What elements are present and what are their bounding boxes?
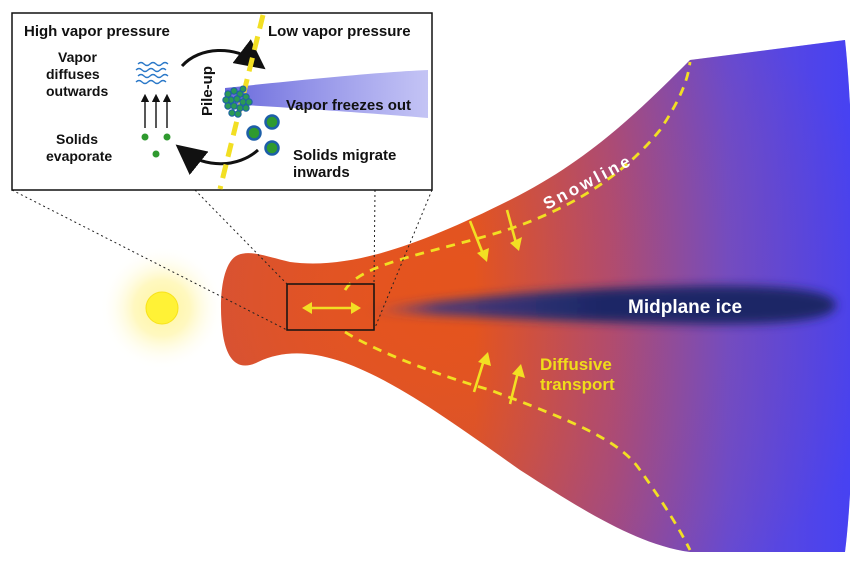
low-pressure-label: Low vapor pressure [268, 23, 411, 40]
migrating-grains [246, 114, 280, 156]
vapor-freezes-label: Vapor freezes out [286, 97, 411, 114]
zoom-region-box [286, 283, 375, 331]
inset-vapor-band [225, 70, 428, 118]
pile-up-cluster [222, 85, 253, 118]
solids-migrate-label: Solids migrate inwards [293, 147, 401, 181]
curved-arrow-icon [175, 144, 260, 175]
midplane-ice-band [365, 285, 836, 325]
vapor-diffuses-label: Vapor diffuses outwards [46, 49, 108, 99]
curved-arrow-icon [180, 39, 266, 70]
diffusive-arrows-upper [468, 209, 522, 262]
zoom-leader-lines [11, 189, 433, 331]
upward-arrows [140, 93, 172, 128]
solids-evaporate-label: Solids evaporate [46, 131, 112, 164]
solid-grain-icon [141, 133, 171, 158]
sun-icon [100, 246, 224, 370]
snowline-curve [343, 61, 692, 551]
high-pressure-label: High vapor pressure [24, 23, 170, 40]
midplane-ice-label: Midplane ice [628, 297, 742, 318]
double-arrow-icon [302, 302, 361, 314]
inset-panel: High vapor pressure Low vapor pressure V… [11, 12, 433, 191]
diffusive-arrows-lower [472, 352, 525, 405]
diffusive-transport-label: Diffusive transport [540, 355, 617, 394]
vapor-squiggle-icon [135, 61, 169, 85]
pile-up-label: Pile-up [199, 66, 216, 116]
